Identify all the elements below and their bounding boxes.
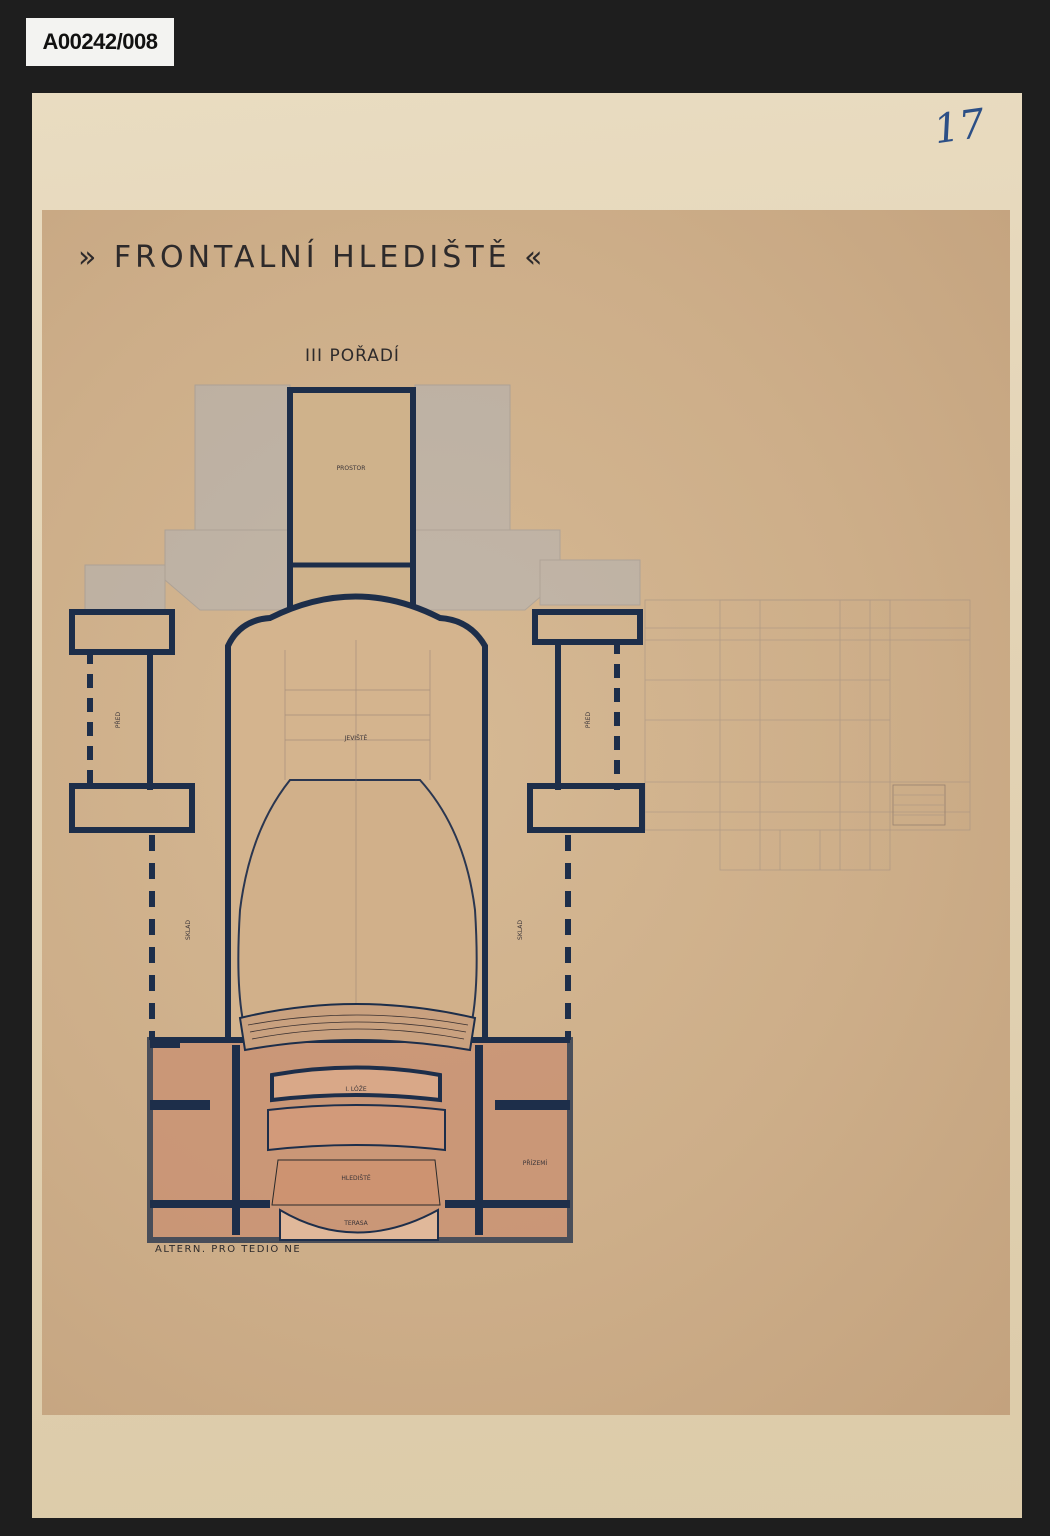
pencil-grid-right [644, 599, 971, 871]
room-label-lobby-left: PŘED [114, 712, 122, 729]
room-label-left-hall: SKLAD [185, 920, 192, 940]
side-wings [69, 609, 645, 833]
drawing-subtitle: III POŘADÍ [305, 346, 400, 366]
room-label-lobby-right: PŘED [584, 712, 592, 729]
auditorium [147, 1003, 573, 1243]
upper-wings-wash [84, 384, 641, 611]
archive-id-label: A00242/008 [26, 18, 174, 66]
drawing-title: » FRONTALNÍ HLEDIŠTĚ « [78, 240, 547, 275]
stage-rear-block [287, 387, 416, 611]
signature-note: ALTERN. PRO TEDIO NE [155, 1244, 302, 1255]
room-label-auditorium: HLEDIŠTĚ [341, 1174, 371, 1182]
room-label-stage-rear: PROSTOR [337, 465, 366, 472]
room-label-terrace: TERASA [343, 1220, 368, 1227]
room-label-main-stage: JEVIŠTĚ [344, 734, 368, 742]
room-label-front-room: PŘÍZEMÍ [523, 1159, 548, 1167]
room-label-right-hall: SKLAD [517, 920, 524, 940]
main-stage [225, 593, 488, 1043]
room-label-balcony: I. LÓŽE [345, 1085, 367, 1093]
